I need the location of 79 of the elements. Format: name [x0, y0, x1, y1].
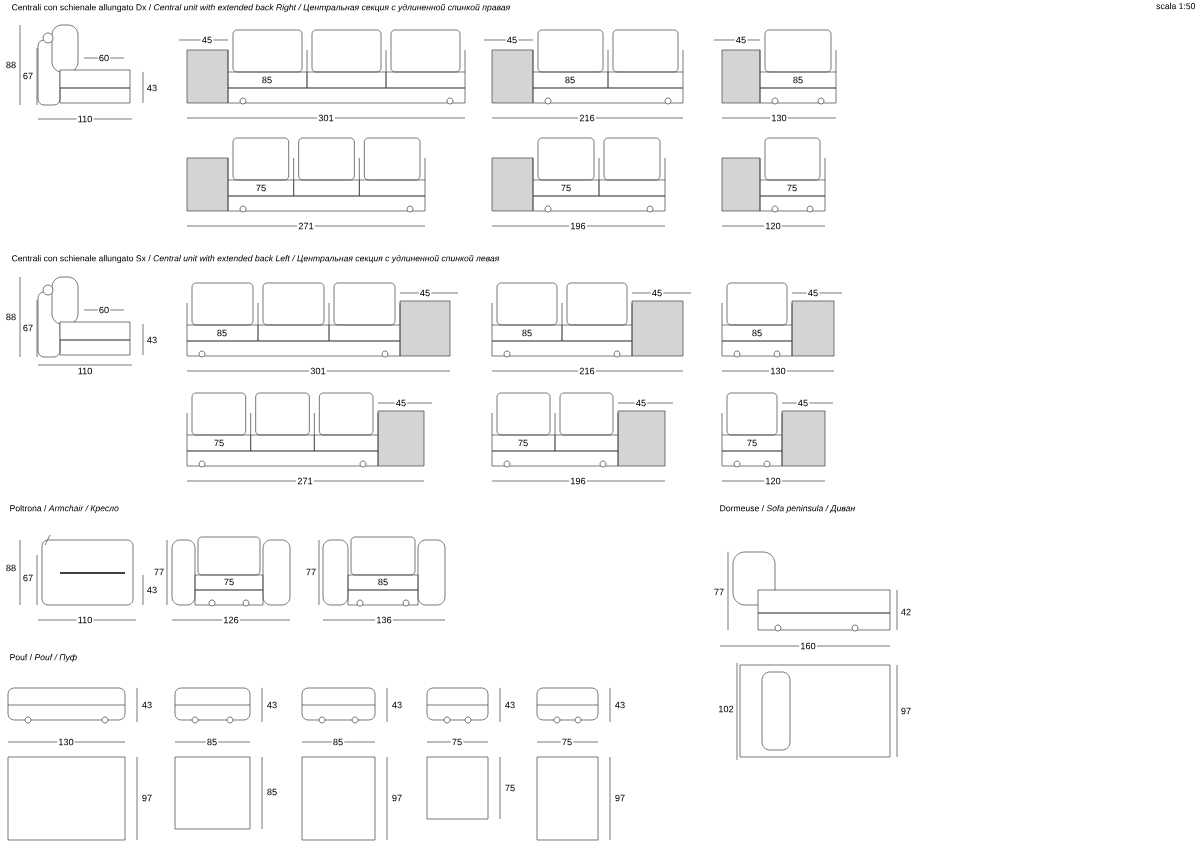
- dimension-label: 43: [503, 700, 517, 710]
- dimension-label: 130: [769, 366, 787, 376]
- dimension-label: 130: [770, 113, 788, 123]
- dimension-label: 60: [97, 53, 111, 63]
- dimension-label: 45: [505, 35, 519, 45]
- dimension-label: 97: [899, 706, 913, 716]
- dimension-label: 271: [297, 221, 315, 231]
- dimension-label: 45: [394, 398, 408, 408]
- dimension-label: 45: [734, 35, 748, 45]
- dimension-label: 45: [200, 35, 214, 45]
- dimension-label: 110: [76, 615, 94, 625]
- dimension-label: 77: [304, 567, 318, 577]
- dimension-label: 43: [145, 585, 159, 595]
- dimension-label: 43: [390, 700, 404, 710]
- dimension-label: 85: [331, 737, 345, 747]
- dimension-label: 88: [4, 563, 18, 573]
- dimension-label: 196: [569, 476, 587, 486]
- dimension-label: 75: [254, 183, 268, 193]
- dimension-label: 97: [613, 793, 627, 803]
- dimension-label: 88: [4, 60, 18, 70]
- section-heading: Dormeuse / Sofa peninsula / Диван: [718, 503, 857, 515]
- dimension-label: 97: [140, 793, 154, 803]
- section-heading: Centrali con schienale allungato Dx / Central unit with extended back Right / Центральная секция с удлиненной спинкой правая: [10, 2, 512, 14]
- dimension-label: 110: [76, 366, 94, 376]
- dimension-label: 102: [717, 704, 735, 714]
- dimension-label: 45: [634, 398, 648, 408]
- dimension-label: 77: [712, 587, 726, 597]
- dimension-label: 60: [97, 305, 111, 315]
- dimension-label: 85: [520, 328, 534, 338]
- section-heading: Centrali con schienale allungato Sx / Central unit with extended back Left / Центральная секция с удлиненной спинкой левая: [10, 253, 501, 265]
- dimension-label: 45: [650, 288, 664, 298]
- dimension-label: 75: [503, 783, 517, 793]
- dimension-label: 97: [390, 793, 404, 803]
- dimension-label: 216: [578, 366, 596, 376]
- dimension-label: 77: [152, 567, 166, 577]
- dimension-label: 85: [260, 75, 274, 85]
- dimension-label: 126: [222, 615, 240, 625]
- dimension-label: 75: [212, 438, 226, 448]
- dimension-label: 43: [145, 335, 159, 345]
- dimension-label: 271: [296, 476, 314, 486]
- dimension-label: 85: [563, 75, 577, 85]
- dimension-label: 43: [265, 700, 279, 710]
- dimension-label: 196: [569, 221, 587, 231]
- dimension-label: 43: [613, 700, 627, 710]
- dimension-label: 67: [21, 573, 35, 583]
- dimension-label: 67: [21, 323, 35, 333]
- dimension-label: 120: [764, 476, 782, 486]
- dimension-label: 110: [76, 114, 94, 124]
- dimension-label: 160: [799, 641, 817, 651]
- dimension-label: 75: [785, 183, 799, 193]
- dimension-label: 43: [140, 700, 154, 710]
- dimension-label: 67: [21, 71, 35, 81]
- dimension-label: 85: [376, 577, 390, 587]
- dimension-label: 75: [222, 577, 236, 587]
- dimension-label: 45: [806, 288, 820, 298]
- dimension-label: 301: [309, 366, 327, 376]
- dimension-label: 85: [205, 737, 219, 747]
- dimension-label: 85: [215, 328, 229, 338]
- dimension-label: 45: [796, 398, 810, 408]
- dimension-label: 42: [899, 607, 913, 617]
- dimension-label: 75: [560, 737, 574, 747]
- dimension-label: 75: [450, 737, 464, 747]
- dimension-label: 130: [57, 737, 75, 747]
- dimension-label: 120: [764, 221, 782, 231]
- dimension-label: 88: [4, 312, 18, 322]
- dimension-label: 216: [578, 113, 596, 123]
- dimension-label: 43: [145, 83, 159, 93]
- scale-label: scala 1:50: [1155, 1, 1197, 11]
- dimension-label: 75: [516, 438, 530, 448]
- dimension-label: 75: [559, 183, 573, 193]
- section-heading: Pouf / Pouf / Пуф: [8, 652, 79, 664]
- dimension-label: 85: [265, 787, 279, 797]
- dimension-label: 75: [745, 438, 759, 448]
- dimension-label: 85: [750, 328, 764, 338]
- dimension-label: 45: [418, 288, 432, 298]
- section-heading: Poltrona / Armchair / Кресло: [8, 503, 121, 515]
- dimension-label: 136: [375, 615, 393, 625]
- dimension-label: 301: [317, 113, 335, 123]
- dimension-label: 85: [791, 75, 805, 85]
